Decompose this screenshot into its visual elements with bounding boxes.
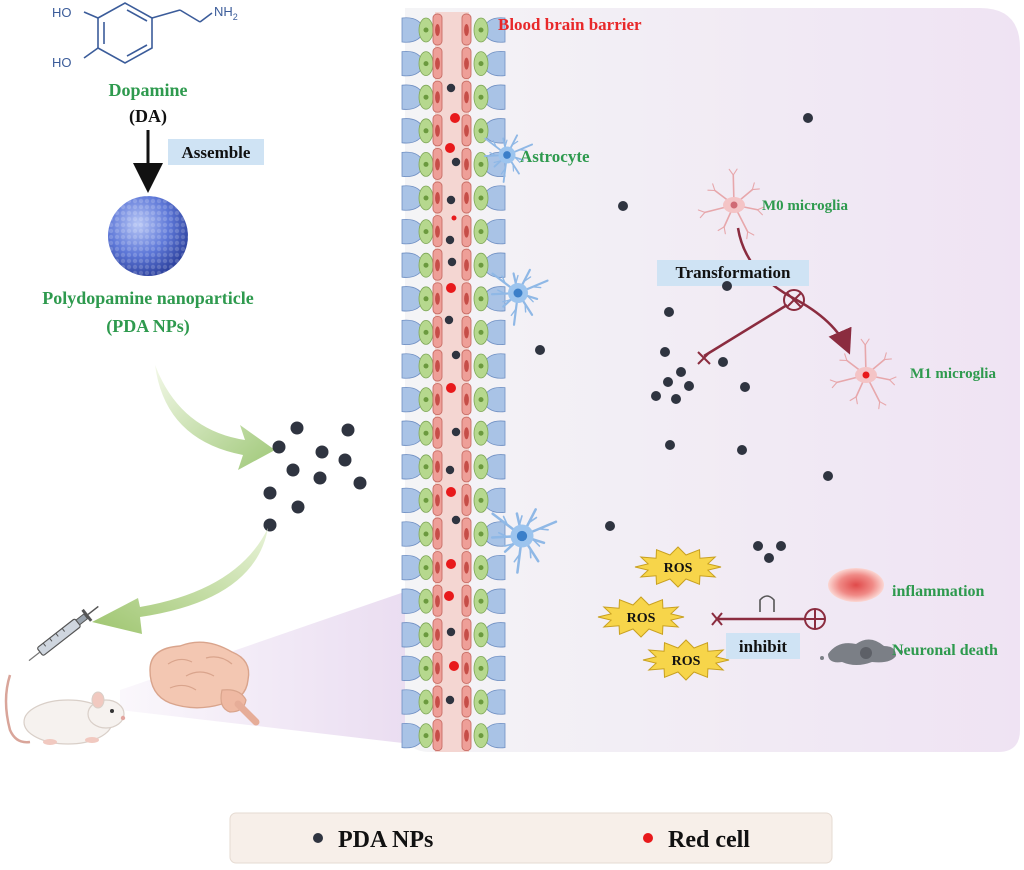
dopamine-abbr-label: (DA): [129, 106, 167, 127]
blood-brain-barrier: [401, 12, 506, 752]
dopamine-label: Dopamine: [108, 80, 187, 100]
m1-microglia-cell: [829, 338, 897, 410]
nanosphere-icon: [108, 196, 188, 276]
astrocyte-icon: [490, 508, 558, 574]
transformation-box: [657, 260, 809, 286]
astrocyte-icon: [483, 134, 534, 183]
ros-star-icon: ROS: [642, 639, 730, 681]
legend-red-cell-label: Red cell: [668, 827, 750, 853]
assemble-label: Assemble: [182, 143, 251, 162]
transformation-label: Transformation: [676, 263, 791, 282]
ros-star-icon: ROS: [597, 596, 685, 638]
legend-red-cell-swatch: [643, 833, 653, 843]
ros-label: ROS: [627, 611, 656, 626]
molecule-amine: NH2: [214, 4, 238, 22]
m1-microglia-label: M1 microglia: [910, 366, 996, 382]
assemble-box: [168, 139, 264, 165]
inhibit-label: inhibit: [739, 637, 788, 656]
pda-inhibit-cross: [697, 351, 711, 365]
neuronal-death-icon: [820, 639, 903, 665]
ros-inhibit-cross: [711, 612, 723, 626]
astrocyte-label: Astrocyte: [520, 147, 590, 166]
green-arrow-to-cluster: [155, 365, 275, 470]
ros-label: ROS: [672, 654, 701, 669]
bbb-label: Blood brain barrier: [498, 15, 642, 34]
molecule-oh-bottom: HO: [52, 55, 72, 70]
inhibit-box: [726, 633, 800, 659]
pda-particle-cluster: [263, 421, 367, 532]
ros-label: ROS: [664, 561, 693, 576]
astrocyte-icon: [490, 268, 549, 326]
ros-star-icon: ROS: [634, 546, 722, 588]
ros-inhibit-node: [804, 608, 826, 630]
pda-block-symbol: [759, 595, 775, 612]
inflammation-label: inflammation: [892, 583, 985, 600]
green-arrow-to-mouse: [92, 528, 268, 634]
dopamine-molecule: [83, 2, 213, 64]
pda-name-label: Polydopamine nanoparticle: [42, 288, 254, 308]
m0-microglia-cell: [697, 168, 765, 240]
m0-microglia-label: M0 microglia: [762, 198, 848, 214]
transformation-inhibit-node: [783, 289, 805, 311]
brain-icon: [149, 641, 260, 726]
molecule-oh-top: HO: [52, 5, 72, 20]
inflammation-icon: [828, 568, 884, 602]
pda-inhibit-line: [703, 303, 788, 358]
mouse-icon: [4, 674, 126, 745]
legend-pda-label: PDA NPs: [338, 827, 433, 853]
legend-pda-swatch: [313, 833, 323, 843]
panel-pda-particles: [535, 113, 833, 563]
legend-box: [229, 812, 833, 864]
neuronal-death-label: Neuronal death: [892, 642, 998, 659]
syringe-icon: [28, 605, 99, 662]
brain-panel: [405, 8, 1020, 752]
pda-abbr-label: (PDA NPs): [106, 316, 190, 337]
